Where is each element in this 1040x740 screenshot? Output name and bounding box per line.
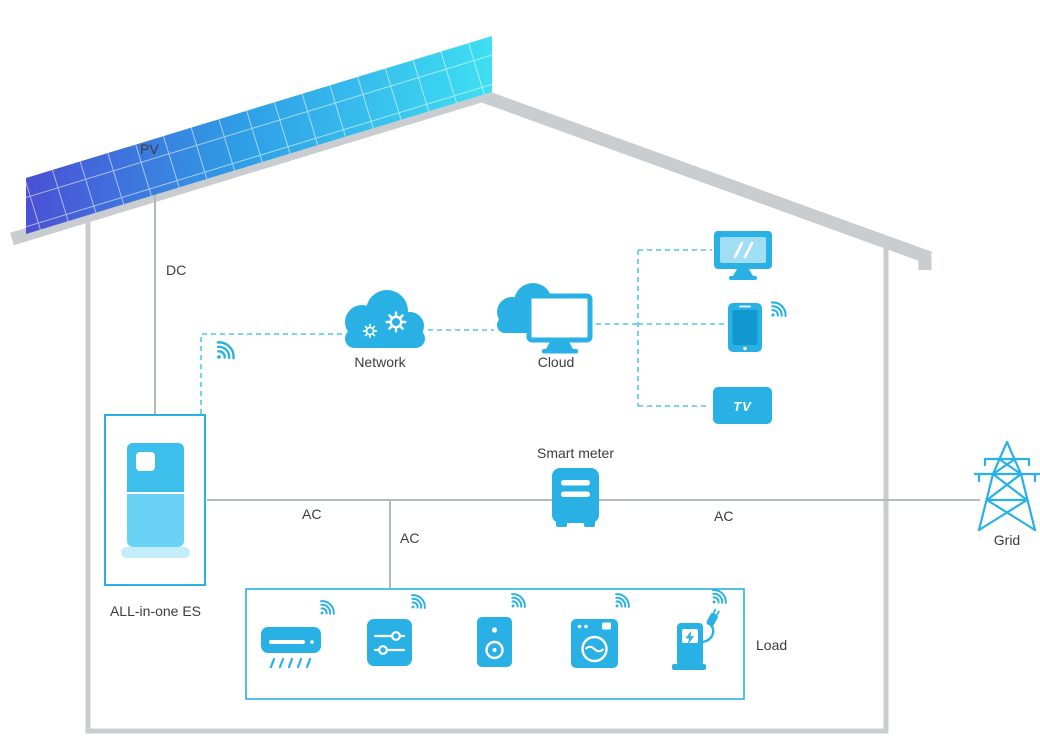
load-label: Load [756, 637, 788, 653]
roof [10, 88, 933, 270]
tv-box-label: TV [733, 399, 752, 414]
speaker-icon [477, 617, 512, 667]
all-in-one-es-icon [104, 414, 206, 586]
dc-label: DC [166, 262, 187, 278]
ac-label-left: AC [302, 506, 322, 522]
smartphone-icon [728, 303, 762, 352]
smart-meter-label: Smart meter [536, 445, 614, 461]
ev-charger-icon [672, 608, 720, 670]
grid-tower-icon [973, 440, 1040, 532]
smart-controller-icon [367, 619, 412, 666]
tv-box-icon: TV [713, 387, 772, 424]
wifi-icon [208, 337, 239, 368]
grid-label: Grid [993, 532, 1021, 548]
network-label: Network [354, 354, 406, 370]
air-conditioner-icon [261, 627, 321, 669]
pv-label: PV [140, 141, 159, 157]
solar-panel-icon [26, 36, 492, 234]
house-walls [85, 218, 889, 734]
cloud-label: Cloud [537, 354, 575, 370]
washing-machine-icon [571, 619, 618, 668]
network-cloud-icon [345, 290, 425, 348]
tv-monitor-icon [714, 231, 772, 280]
smart-meter-icon [552, 468, 599, 527]
ac-label-branch: AC [400, 530, 420, 546]
cloud-icon [497, 283, 593, 354]
ac-label-right: AC [714, 508, 734, 524]
all-in-one-es-label: ALL-in-one ES [109, 603, 202, 619]
wifi-icon [764, 298, 790, 324]
network-dashed-links [200, 249, 725, 414]
